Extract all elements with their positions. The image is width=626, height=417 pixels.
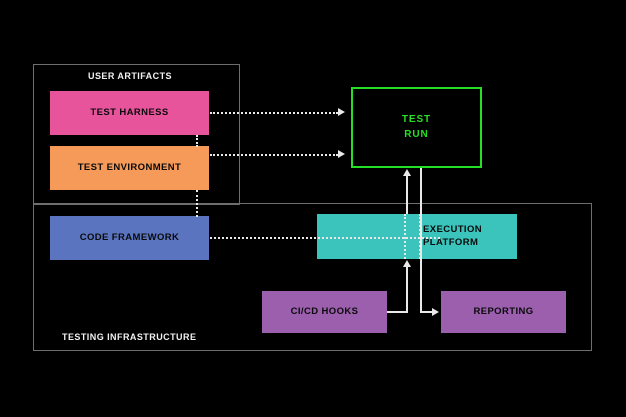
panel-testing-infrastructure-label: TESTING INFRASTRUCTURE	[62, 332, 197, 342]
connector-execution-to-testrun	[406, 175, 408, 214]
arrowhead-environment-to-testrun	[338, 150, 345, 158]
arrowhead-execution-to-testrun	[402, 169, 411, 176]
node-test-harness[interactable]: TEST HARNESS	[50, 91, 209, 135]
node-reporting[interactable]: REPORTING	[441, 291, 566, 333]
arrowhead-cicd-to-execution	[402, 260, 411, 267]
panel-testing-infrastructure	[33, 203, 592, 351]
arrowhead-to-reporting	[432, 307, 439, 316]
arrowhead-harness-to-testrun	[338, 108, 345, 116]
connector-testrun-to-reporting-horizontal	[420, 311, 436, 313]
connector-environment-to-testrun	[210, 154, 338, 156]
connector-harness-to-testrun	[210, 112, 338, 114]
connector-cicd-to-execution-horizontal	[387, 311, 408, 313]
panel-user-artifacts-label: USER ARTIFACTS	[88, 71, 172, 81]
node-execution-platform[interactable]: EXECUTION PLATFORM	[317, 214, 517, 259]
node-test-run[interactable]: TEST RUN	[351, 87, 482, 168]
node-test-environment[interactable]: TEST ENVIRONMENT	[50, 146, 209, 190]
connector-harness-to-environment	[196, 135, 198, 147]
connector-execution-inner-left	[404, 214, 406, 259]
connector-testrun-to-reporting-vertical	[420, 168, 422, 312]
connector-environment-to-codeframework	[196, 190, 198, 217]
connector-cicd-to-execution-vertical	[406, 266, 408, 312]
connector-codeframework-to-execution	[210, 237, 440, 239]
node-ci-cd-hooks[interactable]: CI/CD HOOKS	[262, 291, 387, 333]
panel-user-artifacts	[33, 64, 240, 205]
node-code-framework[interactable]: CODE FRAMEWORK	[50, 216, 209, 260]
